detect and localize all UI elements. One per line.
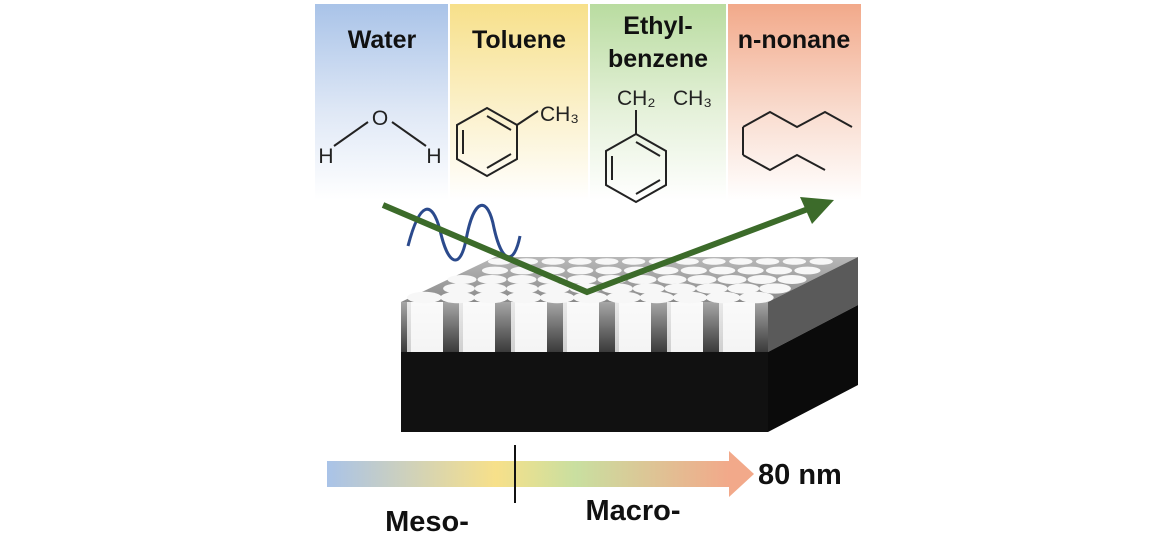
pore-opening	[664, 283, 697, 294]
pore-opening	[747, 275, 777, 284]
solvent-label-water: Water	[348, 26, 417, 54]
pore-opening	[705, 291, 741, 304]
pore-opening	[567, 266, 594, 275]
pore-opening	[447, 275, 477, 284]
solvent-label-ethylbenzene-line2: benzene	[608, 45, 708, 73]
pore-opening	[606, 291, 641, 304]
pore-opening	[541, 258, 565, 265]
solvent-column-water: Water	[315, 4, 449, 200]
pore-opening	[672, 291, 708, 304]
scale-arrowhead	[729, 451, 754, 497]
incident-light-wave	[406, 204, 522, 262]
pore-opening	[539, 291, 575, 304]
pore-opening	[729, 258, 753, 265]
pore-opening	[727, 283, 760, 294]
pore-opening	[567, 275, 597, 284]
pore-opening	[687, 275, 717, 284]
solvent-column-ethylbenzene: Ethyl- benzene	[589, 4, 727, 200]
pore-opening	[777, 275, 807, 284]
porous-film-sample	[401, 257, 858, 432]
pore-opening	[440, 291, 475, 304]
pore-opening	[632, 283, 665, 294]
pore-opening	[568, 258, 592, 265]
scale-end-label: 80 nm	[758, 459, 842, 491]
pore-opening	[573, 291, 608, 304]
pore-opening	[537, 283, 570, 294]
pore-opening	[407, 291, 442, 304]
pore-opening	[506, 291, 542, 304]
water-hydrogen-left: H	[318, 145, 333, 168]
pore-opening	[477, 275, 507, 284]
meso-label: Meso-	[385, 506, 469, 538]
pore-opening	[507, 275, 537, 284]
toluene-molecule: CH₃	[456, 103, 579, 178]
macro-label: Macro-	[585, 495, 680, 527]
toluene-ch3: CH₃	[540, 103, 579, 126]
pore-opening	[737, 266, 764, 275]
pore-opening	[443, 283, 475, 294]
pore-opening	[621, 258, 646, 265]
ethylbenzene-ch2: CH₂	[617, 87, 655, 110]
solvent-column-nonane: n-nonane	[727, 4, 861, 200]
pore-opening	[702, 258, 726, 265]
pore-opening	[639, 291, 675, 304]
pore-opening	[595, 258, 619, 265]
pore-opening	[506, 283, 539, 294]
pore-opening	[755, 258, 780, 265]
pore-opening	[657, 275, 687, 284]
pore-opening	[473, 291, 509, 304]
scale-gradient	[327, 461, 729, 487]
solvent-column-toluene: Toluene	[449, 4, 589, 200]
substrate	[401, 352, 768, 432]
pore-opening	[809, 258, 833, 265]
pore-opening	[794, 266, 821, 275]
pore-opening	[782, 258, 807, 265]
reflected-beam-arrow	[381, 197, 834, 296]
pore-opening	[675, 258, 699, 265]
pore-opening	[680, 266, 707, 275]
nonane-molecule	[742, 110, 853, 172]
ethylbenzene-ch3: CH₃	[673, 87, 712, 110]
solvent-label-ethylbenzene-line1: Ethyl-	[623, 12, 692, 40]
pore-opening	[595, 266, 622, 275]
pore-opening	[474, 283, 507, 294]
solvent-label-toluene: Toluene	[472, 26, 566, 54]
pore-opening	[709, 266, 736, 275]
pore-opening	[717, 275, 747, 284]
pore-opening	[481, 266, 509, 275]
pore-opening	[695, 283, 728, 294]
water-oxygen: O	[372, 107, 388, 130]
water-hydrogen-right: H	[426, 145, 441, 168]
column-dividers	[448, 4, 728, 200]
water-molecule: O H H	[318, 107, 441, 168]
solvent-label-nonane: n-nonane	[738, 26, 851, 54]
scale-bar: 80 nm Meso- Macro-	[327, 445, 842, 538]
pore-opening	[652, 266, 679, 275]
pore-opening	[759, 283, 791, 294]
pore-opening	[765, 266, 793, 275]
pore-opening	[739, 291, 774, 304]
ethylbenzene-molecule: CH₂ CH₃	[605, 87, 712, 204]
